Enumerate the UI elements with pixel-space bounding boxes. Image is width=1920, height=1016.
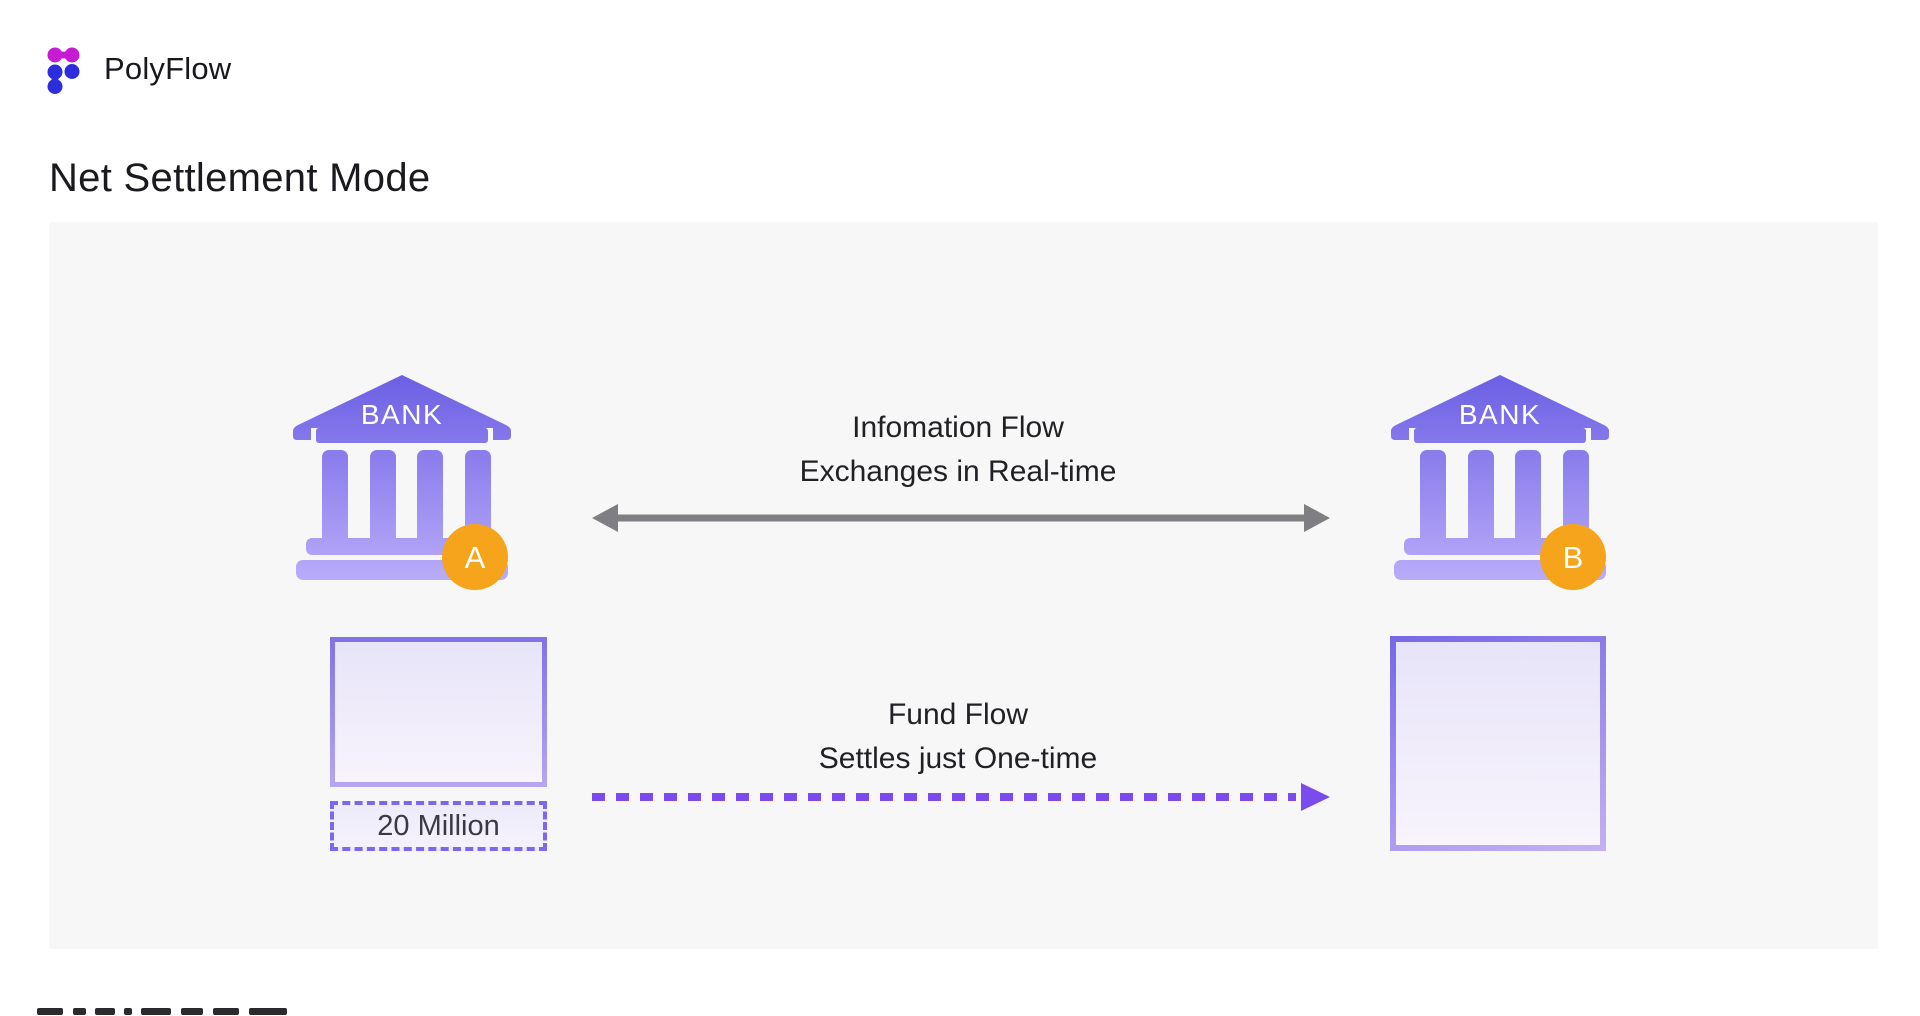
- information-flow-subtitle: Exchanges in Real-time: [799, 455, 1117, 488]
- bank-a-label: BANK: [361, 399, 443, 430]
- bank-b-icon: BANK B: [1391, 375, 1609, 590]
- bank-a-ledger-box-fill: [335, 642, 542, 782]
- bank-b-badge-letter: B: [1563, 540, 1584, 575]
- bank-a-badge-circle: [442, 524, 508, 590]
- fund-flow-arrow: [592, 783, 1330, 811]
- information-flow-label: Infomation Flow Exchanges in Real-time: [658, 406, 1258, 494]
- page-title: Net Settlement Mode: [49, 156, 431, 200]
- bank-a-badge-letter: A: [465, 540, 486, 575]
- polyflow-logo-icon: [47, 47, 80, 94]
- bank-b-ledger-box: [1390, 636, 1606, 851]
- fund-flow-title: Fund Flow: [887, 698, 1029, 731]
- cutoff-heading-top: [0, 1008, 400, 1016]
- settlement-amount-box: 20 Million: [330, 801, 547, 851]
- fund-flow-subtitle: Settles just One-time: [818, 742, 1098, 775]
- bank-a-ledger-box: [330, 637, 547, 787]
- fund-flow-label: Fund Flow Settles just One-time: [658, 693, 1258, 781]
- settlement-amount-label: 20 Million: [377, 809, 500, 842]
- bank-b-ledger-box-fill: [1396, 642, 1600, 845]
- bank-b-label: BANK: [1459, 399, 1541, 430]
- bank-b-badge-circle: [1540, 524, 1606, 590]
- information-flow-title: Infomation Flow: [852, 411, 1064, 444]
- diagram-panel: BANK A BANK: [49, 222, 1878, 949]
- information-flow-arrow: [592, 504, 1330, 532]
- bank-a-icon: BANK A: [293, 375, 511, 590]
- brand-name: PolyFlow: [104, 51, 232, 86]
